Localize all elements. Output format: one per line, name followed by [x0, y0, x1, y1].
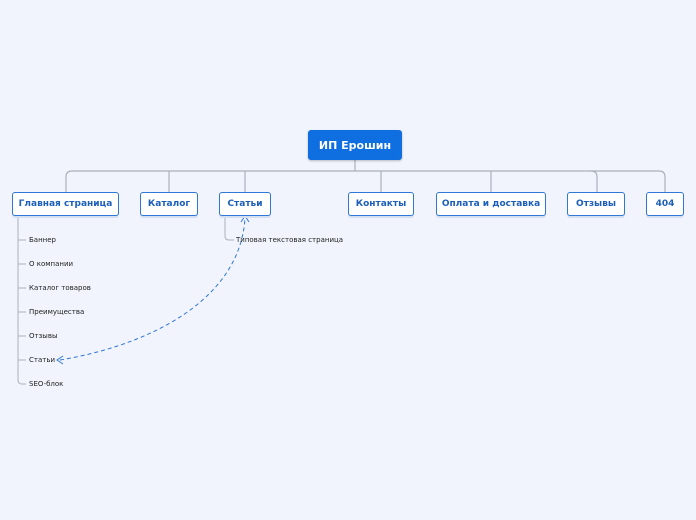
node-contacts[interactable]: Контакты	[348, 192, 414, 216]
leaf-advantages[interactable]: Преимущества	[29, 308, 85, 316]
leaf-about[interactable]: О компании	[29, 260, 74, 268]
leaf-reviews[interactable]: Отзывы	[29, 332, 58, 340]
branch-bar-404	[591, 170, 666, 192]
node-catalog[interactable]: Каталог	[140, 192, 198, 216]
node-reviews[interactable]: Отзывы	[567, 192, 625, 216]
root-node[interactable]: ИП Ерошин	[308, 130, 402, 160]
leaf-catalog-goods[interactable]: Каталог товаров	[29, 284, 91, 292]
leaf-banner[interactable]: Баннер	[29, 236, 56, 244]
arrowhead-top	[240, 215, 250, 223]
node-home[interactable]: Главная страница	[12, 192, 119, 216]
node-payment-delivery[interactable]: Оплата и доставка	[436, 192, 546, 216]
node-articles[interactable]: Статьи	[219, 192, 271, 216]
leaf-seo-block[interactable]: SEO-блок	[29, 380, 64, 388]
relationship-arrow	[59, 217, 246, 361]
branch-bar	[65, 170, 598, 192]
leaf-articles[interactable]: Статьи	[29, 356, 56, 364]
articles-children-connector	[224, 216, 234, 241]
leaf-typical-page[interactable]: Типовая текстовая страница	[236, 236, 344, 244]
node-404[interactable]: 404	[646, 192, 684, 216]
arrowhead-left	[56, 355, 64, 365]
home-children-connector	[17, 216, 26, 385]
